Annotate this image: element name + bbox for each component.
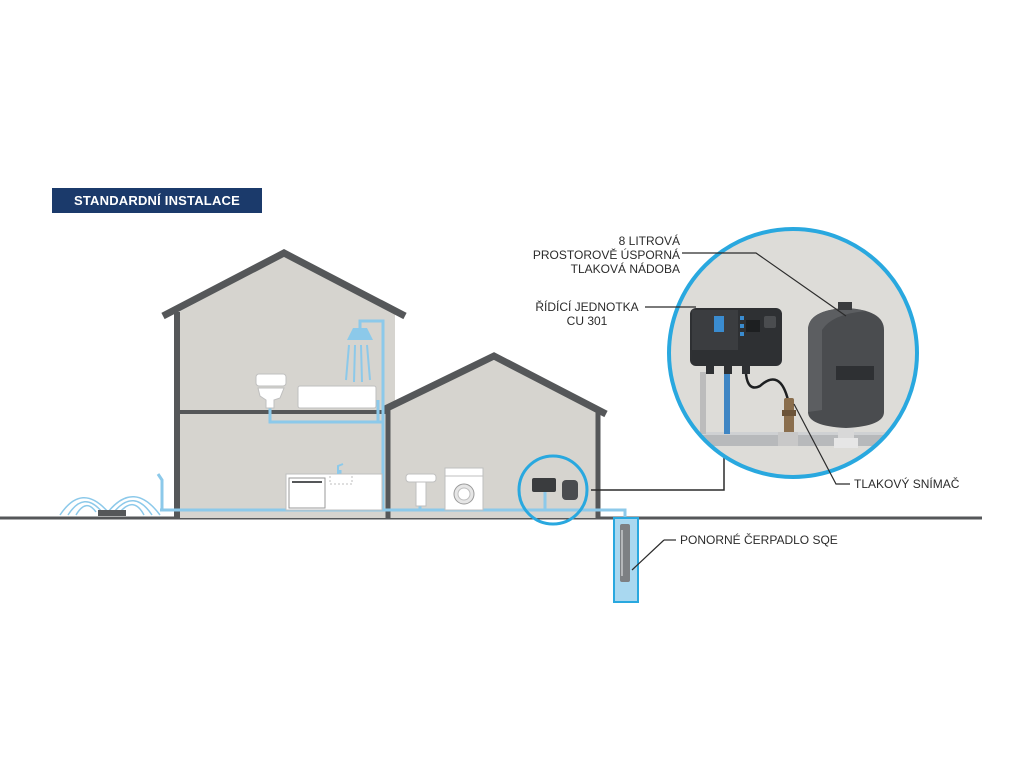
washing-machine-icon [444, 467, 484, 511]
submersible-pump-icon [613, 517, 639, 603]
pressure-sensor-icon [778, 398, 798, 446]
house-icon [161, 249, 407, 518]
sprinkler-icon [59, 496, 161, 516]
toilet-icon [255, 373, 287, 409]
tank-label-line3: TLAKOVÁ NÁDOBA [570, 262, 680, 276]
submersible-pump-label: PONORNÉ ČERPADLO SQE [680, 533, 838, 547]
control-unit-label: ŘÍDÍCÍ JEDNOTKA CU 301 [532, 300, 642, 328]
detail-connector-line [591, 454, 725, 491]
kitchen-icon [285, 463, 383, 511]
diagram-title: STANDARDNÍ INSTALACE [52, 188, 262, 213]
small-control-unit-icon [532, 478, 578, 500]
bathtub-icon [297, 385, 377, 409]
sink-icon [405, 473, 437, 507]
tank-label-line1: 8 LITROVÁ [618, 234, 680, 248]
tank-label-line2: PROSTOROVĚ ÚSPORNÁ [532, 248, 680, 262]
pressure-sensor-label: TLAKOVÝ SNÍMAČ [854, 477, 960, 491]
sensor-leader-line [793, 403, 850, 485]
sensor-cable [744, 373, 790, 401]
detail-marker-circle [517, 454, 589, 526]
pump-leader-line [631, 539, 665, 571]
pressure-tank-icon [808, 302, 884, 448]
control-unit-icon [690, 308, 782, 374]
tank-label: 8 LITROVÁ PROSTOROVĚ ÚSPORNÁ TLAKOVÁ NÁD… [533, 234, 680, 276]
shower-icon [345, 328, 373, 383]
control-unit-label-line2: CU 301 [566, 314, 608, 328]
tank-leader-line [682, 252, 847, 317]
control-unit-label-line1: ŘÍDÍCÍ JEDNOTKA [535, 300, 639, 314]
